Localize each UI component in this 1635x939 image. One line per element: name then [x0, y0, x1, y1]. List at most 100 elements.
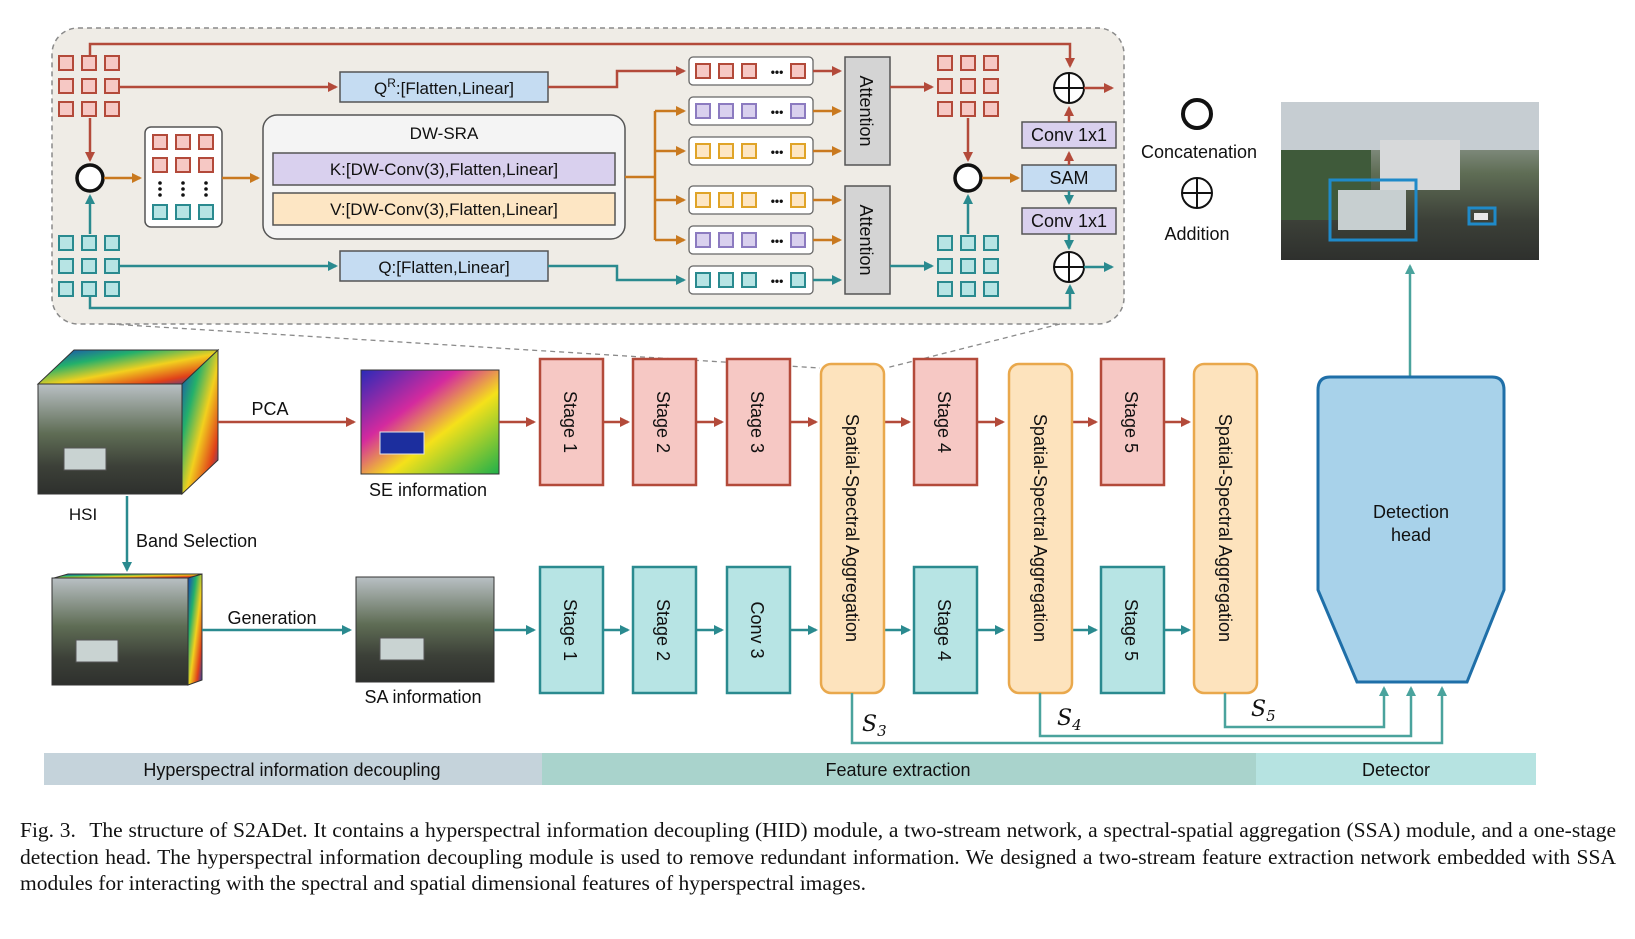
band-selection-label: Band Selection [136, 531, 257, 551]
value-projection-box [272, 192, 616, 226]
multi-scale-feature-paths [850, 686, 1447, 745]
legend-concatenation-label: Concatenation [1141, 142, 1257, 162]
dw-sra-output-branches [625, 106, 686, 245]
sa-information-image [355, 576, 495, 683]
key-projection-label: K:[DW-Conv(3),Flatten,Linear] [330, 160, 558, 179]
ellipsis-icon: ••• [771, 105, 784, 119]
spatial-stage-2-label: Stage 2 [653, 599, 673, 661]
query-label: Q:[Flatten,Linear] [378, 258, 509, 277]
section-bars: Hyperspectral information decoupling Fea… [44, 753, 1536, 785]
spatial-stream: Stage 1 Stage 2 Conv 3 Stage 4 Stage 5 [538, 565, 1191, 695]
spectral-stage-3 [725, 357, 792, 487]
generation-label: Generation [227, 608, 316, 628]
residual-red-path [88, 42, 1075, 68]
spectral-stream: Stage 1 Stage 2 Stage 3 Stage 4 Stage 5 [538, 357, 1191, 487]
concatenated-token-block [144, 126, 223, 228]
car-bounding-box [1467, 206, 1497, 226]
spatial-conv-3-label: Conv 3 [747, 601, 767, 658]
pca-label: PCA [251, 399, 288, 419]
spectral-stage-2 [631, 357, 698, 487]
spectral-feature-grid-input [58, 55, 120, 117]
attention-block-bottom [844, 185, 891, 295]
spectral-stage-3-label: Stage 3 [747, 391, 767, 453]
arrow-q-to-tokens [548, 264, 686, 285]
bus-bounding-box [1328, 178, 1418, 242]
section-bar-feature [542, 753, 1256, 785]
attention-label-top: Attention [856, 75, 876, 146]
ssa-detail-panel: DW-SRA K:[DW-Conv(3),Flatten,Linear] V:[… [51, 27, 1125, 369]
spatial-conv-3 [725, 565, 792, 695]
ellipsis-icon: ••• [771, 274, 784, 288]
conv1x1-top-box [1021, 121, 1117, 149]
ssa-block-2-label: Spatial-Spectral Aggregation [1030, 414, 1050, 642]
ellipsis-icon: ••• [771, 194, 784, 208]
sam-label: SAM [1049, 168, 1088, 188]
legend-addition-label: Addition [1164, 224, 1229, 244]
section-bar-detector [1256, 753, 1536, 785]
spectral-feature-grid-output [937, 55, 999, 117]
figure-caption-text: The structure of S2ADet. It contains a h… [20, 818, 1617, 895]
spectral-stage-2-label: Stage 2 [653, 391, 673, 453]
figure-caption: Fig. 3. The structure of S2ADet. It cont… [20, 817, 1616, 897]
legend: Concatenation Addition [1141, 98, 1257, 244]
section-bar-hid [44, 753, 542, 785]
s3-label: S3 [862, 712, 887, 740]
addition-icon [1181, 177, 1213, 209]
figure-number: Fig. 3. [20, 818, 76, 842]
spatial-feature-grid-output [937, 235, 999, 297]
spatial-feature-grid-input [58, 235, 120, 297]
hsi-cube [36, 348, 220, 496]
section-hid-label: Hyperspectral information decoupling [143, 760, 440, 780]
band-selected-image [51, 573, 203, 686]
ssa-block-3-label: Spatial-Spectral Aggregation [1215, 414, 1235, 642]
token-rows: ••• ••• ••• ••• ••• ••• [688, 56, 814, 295]
detection-head-label-line1: Detection [1373, 502, 1449, 522]
concatenation-icon [1181, 98, 1213, 130]
ssa-block-1-label: Spatial-Spectral Aggregation [842, 414, 862, 642]
spectral-stage-4-label: Stage 4 [934, 391, 954, 453]
concatenation-icon [75, 163, 105, 193]
residual-teal-path [88, 284, 1075, 310]
s5-label: S5 [1251, 697, 1276, 725]
spectral-stage-5-label: Stage 5 [1121, 391, 1141, 453]
spatial-stage-5-label: Stage 5 [1121, 599, 1141, 661]
dw-sra-title: DW-SRA [410, 124, 479, 143]
se-information-label: SE information [369, 480, 487, 500]
value-projection-label: V:[DW-Conv(3),Flatten,Linear] [330, 200, 558, 219]
query-r-label: QR:[Flatten,Linear] [374, 76, 514, 98]
s4-label: S4 [1057, 706, 1082, 734]
conv1x1-bottom-label: Conv 1x1 [1031, 211, 1107, 231]
key-projection-box [272, 152, 616, 186]
arrow-qr-to-tokens [548, 66, 686, 89]
zoom-line-left [109, 323, 821, 369]
addition-icon [1053, 251, 1085, 283]
se-information-image [360, 369, 500, 475]
spectral-stage-1-label: Stage 1 [560, 391, 580, 453]
ellipsis-icon: ••• [771, 65, 784, 79]
conv1x1-top-label: Conv 1x1 [1031, 125, 1107, 145]
attention-label-bottom: Attention [856, 204, 876, 275]
spectral-stage-4 [912, 357, 979, 487]
detection-result-image [1281, 102, 1539, 260]
spatial-stage-4 [912, 565, 979, 695]
spatial-stage-1-label: Stage 1 [560, 599, 580, 661]
sa-information-label: SA information [364, 687, 481, 707]
ellipsis-icon: ••• [771, 145, 784, 159]
spatial-stage-4-label: Stage 4 [934, 599, 954, 661]
concatenation-icon [953, 163, 983, 193]
spatial-stage-2 [631, 565, 698, 695]
query-box [339, 250, 549, 282]
ssa-modules: Spatial-Spectral Aggregation Spatial-Spe… [819, 362, 1259, 695]
detection-head: Detection head [1316, 375, 1506, 684]
zoom-line-right [885, 323, 1061, 369]
hsi-label: HSI [69, 505, 97, 524]
section-feature-label: Feature extraction [825, 760, 970, 780]
ellipsis-icon: ••• [771, 234, 784, 248]
addition-icon [1053, 72, 1085, 104]
query-r-box [339, 71, 549, 103]
spectral-stage-5 [1099, 357, 1166, 487]
detection-head-label-line2: head [1391, 525, 1431, 545]
section-detector-label: Detector [1362, 760, 1430, 780]
spectral-stage-1 [538, 357, 605, 487]
